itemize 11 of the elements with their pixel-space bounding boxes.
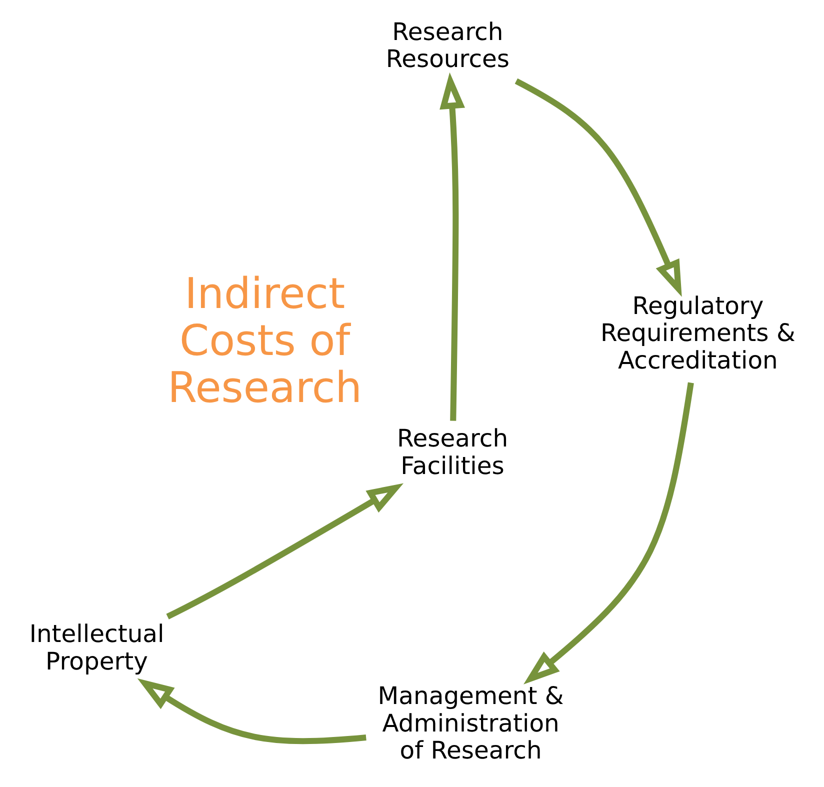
- arrow: [136, 678, 366, 744]
- node-text: Intellectual Property: [28, 620, 164, 676]
- arrow: [523, 382, 694, 684]
- node-text: Research Facilities: [396, 424, 508, 480]
- node-text: Regulatory Requirements & Accreditation: [600, 292, 795, 374]
- node-text: Management & Administration of Research: [377, 682, 564, 765]
- node-text: Research Resources: [385, 18, 510, 74]
- arrow: [166, 483, 404, 620]
- label: Indirect Costs of Research: [167, 268, 362, 412]
- arrow: [439, 72, 464, 421]
- arrow: [514, 78, 682, 297]
